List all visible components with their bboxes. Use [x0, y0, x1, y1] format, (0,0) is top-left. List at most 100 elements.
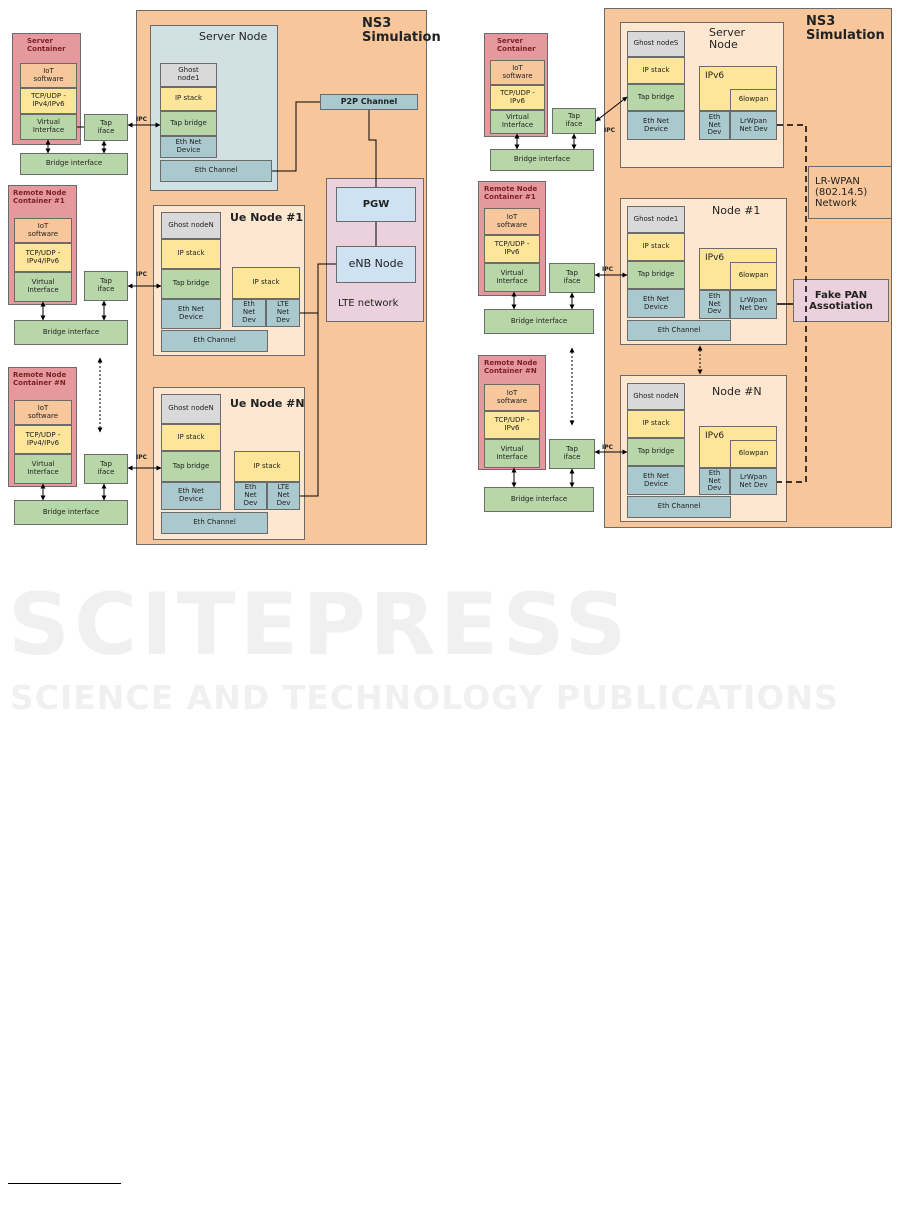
- remote-container-1-title: Remote Node Container #1: [484, 185, 538, 201]
- iot-software: IoT software: [484, 384, 540, 411]
- eth-net-dev: Eth Net Dev: [699, 468, 730, 495]
- tap-bridge: Tap bridge: [160, 111, 217, 136]
- lr-wpan-network-label: LR-WPAN (802.14.5) Network: [808, 166, 892, 219]
- eth-net-device: Eth Net Device: [161, 299, 221, 329]
- remote-container-n-title: Remote Node Container #N: [13, 371, 67, 387]
- ns3-title-left: NS3 Simulation: [362, 16, 441, 46]
- tap-bridge: Tap bridge: [161, 269, 221, 299]
- ip-stack: IP stack: [161, 239, 221, 269]
- footnote-rule: [8, 1183, 121, 1184]
- node-n-title: Node #N: [712, 385, 762, 398]
- bridge-interface: Bridge interface: [490, 149, 594, 171]
- tap-bridge: Tap bridge: [161, 451, 221, 482]
- remote-container-n-title: Remote Node Container #N: [484, 359, 538, 375]
- tap-iface: Tap iface: [549, 263, 595, 293]
- ghost-node: Ghost node1: [627, 206, 685, 233]
- tcp-udp-stack: TCP/UDP - IPv6: [484, 235, 540, 263]
- server-container-title: Server Container: [27, 37, 66, 53]
- virtual-interface: Virtual Interface: [14, 272, 72, 302]
- eth-net-dev: Eth Net Dev: [232, 299, 266, 327]
- bridge-interface: Bridge interface: [14, 320, 128, 345]
- iot-software: IoT software: [490, 60, 545, 85]
- ghost-node: Ghost nodeN: [627, 383, 685, 410]
- iot-software: IoT software: [14, 218, 72, 243]
- tap-iface: Tap iface: [84, 454, 128, 484]
- ipc-label: IPC: [602, 444, 614, 451]
- remote-container-1-title: Remote Node Container #1: [13, 189, 67, 205]
- watermark-subtitle: SCIENCE AND TECHNOLOGY PUBLICATIONS: [10, 678, 839, 717]
- bridge-interface: Bridge interface: [14, 500, 128, 525]
- node-1-title: Node #1: [712, 204, 761, 217]
- enb-node: eNB Node: [336, 246, 416, 283]
- tap-iface: Tap iface: [549, 439, 595, 469]
- tap-bridge: Tap bridge: [627, 84, 685, 111]
- eth-net-dev: Eth Net Dev: [699, 111, 730, 140]
- sixlowpan: 6lowpan: [730, 440, 777, 468]
- lte-network-label: LTE network: [338, 298, 399, 309]
- server-container-title: Server Container: [497, 37, 536, 53]
- p2p-channel: P2P Channel: [320, 94, 418, 110]
- tcp-udp-stack: TCP/UDP - IPv6: [484, 411, 540, 439]
- eth-channel: Eth Channel: [161, 330, 268, 352]
- ip-stack: IP stack: [234, 451, 300, 482]
- ue-node-n-title: Ue Node #N: [230, 397, 305, 410]
- ipc-label: IPC: [602, 266, 614, 273]
- lrwpan-net-dev: LrWpan Net Dev: [730, 468, 777, 495]
- iot-software: IoT software: [20, 63, 77, 88]
- ns3-title-right: NS3 Simulation: [806, 14, 885, 44]
- server-node-title: Server Node: [709, 26, 746, 52]
- lrwpan-net-dev: LrWpan Net Dev: [730, 111, 777, 140]
- ue-node-1-title: Ue Node #1: [230, 211, 304, 224]
- ip-stack: IP stack: [627, 410, 685, 438]
- eth-channel: Eth Channel: [627, 320, 731, 341]
- ip-stack: IP stack: [627, 233, 685, 261]
- tcp-udp-stack: TCP/UDP - IPv4/IPv6: [20, 88, 77, 114]
- lrwpan-net-dev: LrWpan Net Dev: [730, 290, 777, 319]
- virtual-interface: Virtual Interface: [14, 454, 72, 484]
- eth-net-device: Eth Net Device: [160, 136, 217, 158]
- tcp-udp-stack: TCP/UDP - IPv6: [490, 85, 545, 110]
- tap-bridge: Tap bridge: [627, 438, 685, 466]
- ipc-label: IPC: [136, 454, 148, 461]
- tap-iface: Tap iface: [84, 271, 128, 301]
- eth-channel: Eth Channel: [627, 496, 731, 518]
- eth-channel: Eth Channel: [160, 160, 272, 182]
- eth-net-device: Eth Net Device: [161, 482, 221, 510]
- tcp-udp-stack: TCP/UDP - IPv4/IPv6: [14, 243, 72, 272]
- pgw-node: PGW: [336, 187, 416, 222]
- bridge-interface: Bridge interface: [484, 487, 594, 512]
- virtual-interface: Virtual Interface: [484, 439, 540, 468]
- server-node-title: Server Node: [199, 30, 268, 43]
- iot-software: IoT software: [484, 208, 540, 235]
- virtual-interface: Virtual Interface: [490, 110, 545, 134]
- tap-bridge: Tap bridge: [627, 261, 685, 289]
- ghost-node: Ghost nodeS: [627, 31, 685, 57]
- ipc-label: IPC: [604, 127, 616, 134]
- iot-software: IoT software: [14, 400, 72, 425]
- ip-stack: IP stack: [160, 87, 217, 111]
- sixlowpan: 6lowpan: [730, 262, 777, 290]
- fake-pan-association: Fake PAN Assotiation: [793, 279, 889, 322]
- eth-net-device: Eth Net Device: [627, 466, 685, 495]
- eth-channel: Eth Channel: [161, 512, 268, 534]
- ghost-node: Ghost node1: [160, 63, 217, 87]
- watermark-logo-text: SCITEPRESS: [8, 575, 631, 675]
- eth-net-dev: Eth Net Dev: [234, 482, 267, 510]
- ghost-node: Ghost nodeN: [161, 212, 221, 239]
- ipc-label: IPC: [136, 116, 148, 123]
- tcp-udp-stack: TCP/UDP - IPv4/IPv6: [14, 425, 72, 454]
- lte-net-dev: LTE Net Dev: [267, 482, 300, 510]
- ipc-label: IPC: [136, 271, 148, 278]
- eth-net-device: Eth Net Device: [627, 111, 685, 140]
- ghost-node: Ghost nodeN: [161, 394, 221, 424]
- ip-stack: IP stack: [161, 424, 221, 451]
- bridge-interface: Bridge interface: [484, 309, 594, 334]
- eth-net-dev: Eth Net Dev: [699, 290, 730, 319]
- bridge-interface: Bridge interface: [20, 153, 128, 175]
- ip-stack: IP stack: [232, 267, 300, 299]
- sixlowpan: 6lowpan: [730, 89, 777, 111]
- lte-net-dev: LTE Net Dev: [266, 299, 300, 327]
- virtual-interface: Virtual Interface: [20, 114, 77, 140]
- eth-net-device: Eth Net Device: [627, 289, 685, 318]
